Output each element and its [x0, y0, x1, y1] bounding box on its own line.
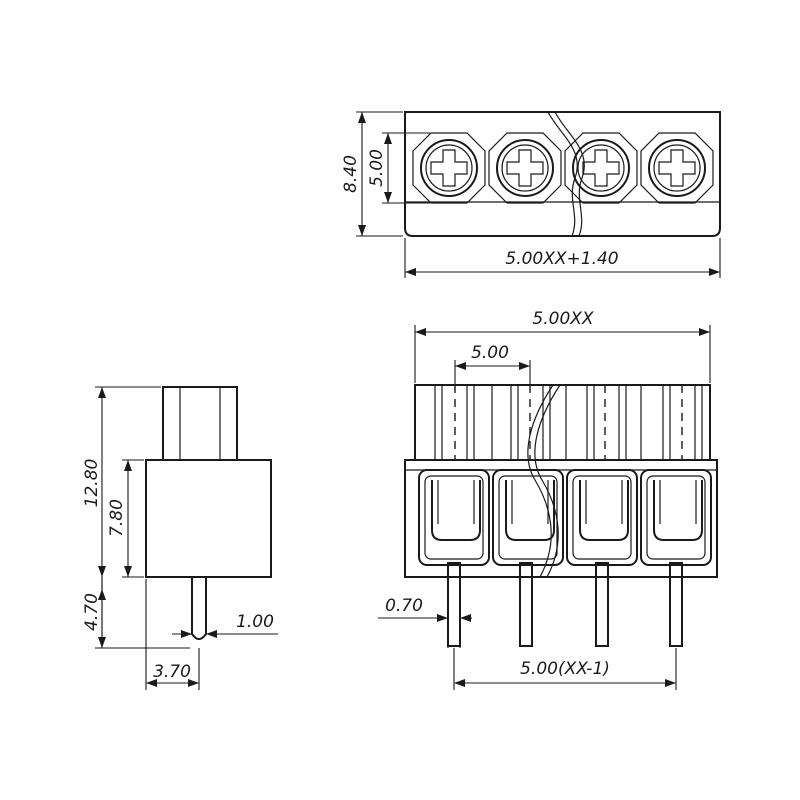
front-pin-2	[519, 562, 533, 647]
clamp-cell-2	[492, 469, 564, 566]
dim-side-total-height: 12.80	[82, 459, 102, 508]
front-view: 5.00XX 5.00 0.70 5.00(XX-1)	[378, 309, 718, 690]
front-break-line-b	[534, 384, 561, 578]
top-view-outline	[404, 111, 721, 237]
side-view: 12.80 7.80 4.70 1.00 3.70	[82, 386, 278, 690]
screw-head-2	[488, 132, 562, 204]
top-view: 8.40 5.00 5.00XX+1.40	[341, 111, 721, 278]
clamp-cell-3	[566, 469, 638, 566]
clamp-cell-4	[640, 469, 712, 566]
dim-top-pitch-height: 5.00	[367, 149, 387, 187]
dim-front-width: 5.00XX	[532, 309, 593, 329]
dim-front-pin-span: 5.00(XX-1)	[520, 659, 610, 679]
screw-head-3	[564, 132, 638, 204]
dim-front-pitch: 5.00	[471, 343, 509, 363]
screw-head-1	[412, 132, 486, 204]
dim-side-body-height: 7.80	[107, 499, 127, 537]
dim-side-pin-length: 4.70	[82, 593, 102, 631]
dim-side-pin-diameter: 1.00	[236, 612, 274, 632]
dim-side-pin-offset: 3.70	[153, 662, 191, 682]
dim-front-pin-width: 0.70	[385, 596, 423, 616]
front-lower-body	[404, 459, 718, 578]
front-upper-outline	[414, 384, 711, 460]
front-pin-3	[595, 562, 609, 647]
front-pin-1	[447, 562, 461, 647]
front-upper-ribs	[434, 385, 703, 460]
side-screw-housing	[162, 386, 238, 461]
side-body	[145, 459, 272, 578]
top-break-line-b	[554, 111, 585, 237]
clamp-cell-1	[418, 469, 490, 566]
top-break-line-a	[547, 111, 578, 237]
screw-head-4	[640, 132, 714, 204]
dim-top-height-total: 8.40	[341, 155, 361, 193]
side-pin	[191, 577, 207, 640]
front-break-line-a	[527, 384, 554, 578]
front-pin-4	[669, 562, 683, 647]
dim-top-width: 5.00XX+1.40	[505, 249, 618, 269]
